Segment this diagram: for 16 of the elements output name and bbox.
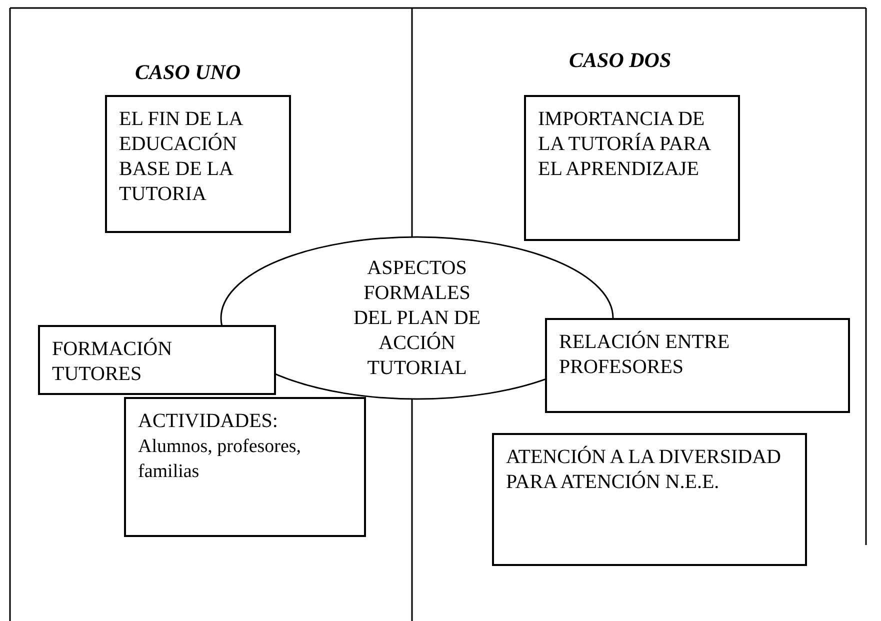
box-text: RELACIÓN ENTRE PROFESORES	[559, 330, 731, 380]
concept-box	[492, 433, 807, 566]
box-text: ATENCIÓN A LA DIVERSIDAD PARA ATENCIÓN N.E.E.	[506, 445, 782, 495]
concept-box	[545, 318, 850, 413]
box-text: EL FIN DE LA EDUCACIÓN BASE DE LA TUTORIA	[119, 107, 244, 207]
concept-box	[105, 95, 291, 233]
column-heading: CASO DOS	[569, 48, 672, 73]
concept-box	[124, 397, 366, 537]
concept-box	[524, 95, 740, 241]
box-text: IMPORTANCIA DE LA TUTORÍA PARA EL APRENDIZAJE	[538, 107, 712, 182]
box-body-text: Alumnos, profesores, familias	[138, 435, 302, 484]
box-text: FORMACIÓN TUTORES	[52, 337, 174, 387]
ellipse-text: ASPECTOS FORMALES DEL PLAN DE ACCIÓN TUTORIAL	[352, 256, 482, 380]
box-text: ACTIVIDADES:	[138, 409, 279, 434]
concept-box	[38, 325, 276, 395]
column-heading: CASO UNO	[135, 60, 241, 85]
